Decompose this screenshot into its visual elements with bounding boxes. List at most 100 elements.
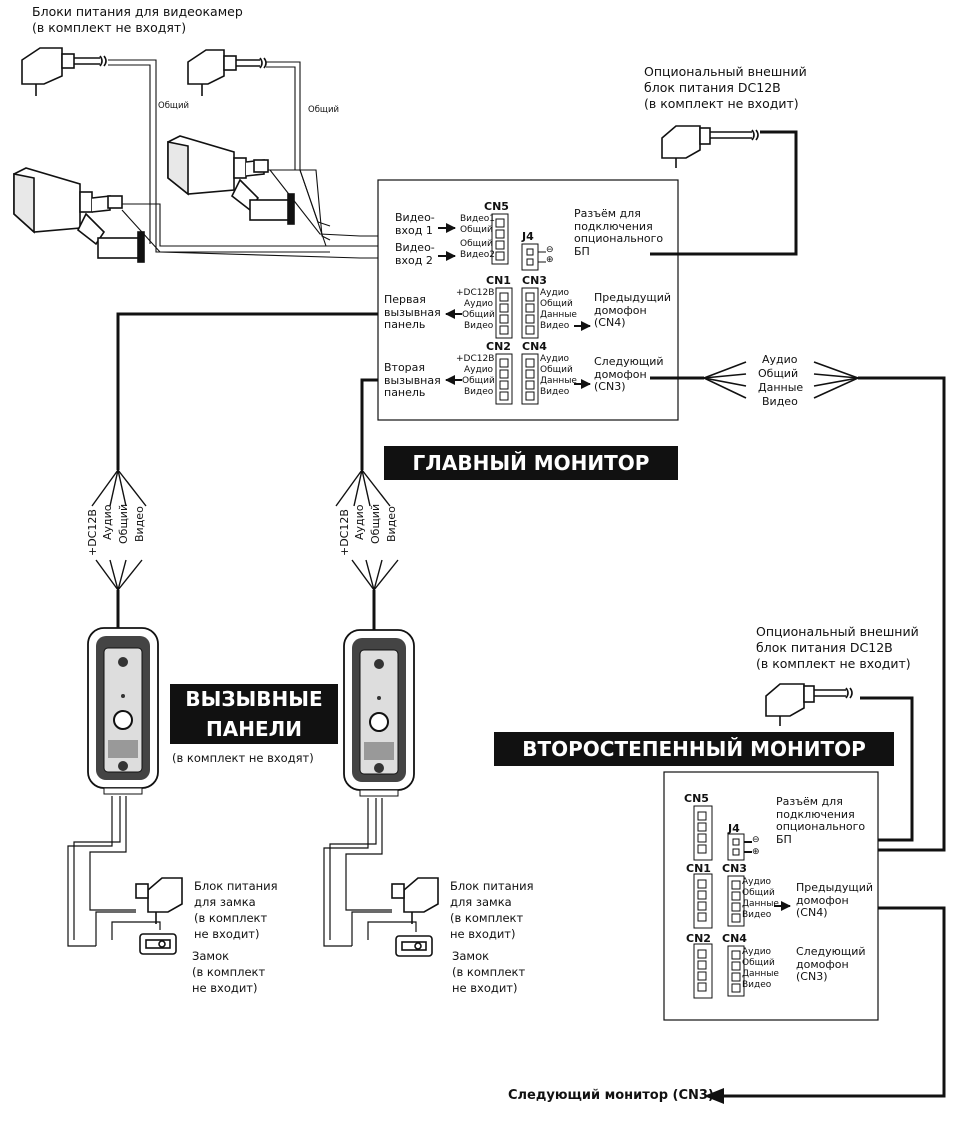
optional-power-plug-bottom bbox=[765, 683, 853, 726]
thick-cables bbox=[116, 130, 946, 1098]
sec-cn4-pin-4: Видео bbox=[742, 980, 772, 990]
main-cn3-pin-1: Аудио bbox=[540, 288, 570, 298]
main-cn5: CN5 bbox=[484, 200, 509, 213]
main-cn2: CN2 bbox=[486, 340, 511, 353]
sec-cn3-pin-3: Данные bbox=[742, 899, 779, 909]
main-connector-leads bbox=[538, 251, 546, 263]
camera-wire-common-1: Общий bbox=[158, 101, 189, 111]
panel-wire-fanout bbox=[91, 469, 399, 591]
main-cn1-pin-4: Видео bbox=[464, 321, 494, 331]
main-j4: J4 bbox=[522, 230, 534, 243]
main-cn1: CN1 bbox=[486, 274, 511, 287]
main-next-intercom: Следующий домофон (CN3) bbox=[594, 355, 664, 393]
main-cn3-pin-2: Общий bbox=[540, 299, 573, 309]
main-cn1-pin-2: Аудио bbox=[464, 299, 494, 309]
sec-cn4-pin-3: Данные bbox=[742, 969, 779, 979]
main-cn4-pin-3: Данные bbox=[540, 376, 577, 386]
secondary-monitor-banner: ВТОРОСТЕПЕННЫЙ МОНИТОР bbox=[494, 732, 894, 766]
main-cn5-pin-4: Видео2 bbox=[460, 250, 496, 260]
main-cn5-pin-3: Общий bbox=[460, 239, 493, 249]
main-cn4-pin-2: Общий bbox=[540, 365, 573, 375]
sec-cn3-pin-4: Видео bbox=[742, 910, 772, 920]
camera-power-title: Блоки питания для видеокамер bbox=[32, 4, 243, 19]
panel2-wire-common: Общий bbox=[369, 503, 382, 544]
camera-power-plug-1 bbox=[21, 47, 107, 96]
footer-next-monitor: Следующий монитор (CN3) bbox=[508, 1088, 714, 1103]
sec-prev-intercom: Предыдущий домофон (CN4) bbox=[796, 881, 874, 919]
sec-j4-minus: ⊖ bbox=[752, 835, 760, 845]
main-first-panel: Первая вызывная панель bbox=[384, 293, 441, 331]
sec-cn4-pin-1: Аудио bbox=[742, 947, 772, 957]
main-cn3-pin-3: Данные bbox=[540, 310, 577, 320]
bus-wire-audio: Аудио bbox=[762, 353, 798, 366]
footer-arrow bbox=[704, 1088, 724, 1104]
panel1-wire-power: +DC12В bbox=[86, 509, 99, 556]
lock-label-1: Замок (в комплект не входит) bbox=[192, 949, 266, 995]
lock-2 bbox=[395, 935, 433, 957]
call-panels-banner-2: ПАНЕЛИ bbox=[170, 714, 338, 744]
sec-j4-plus: ⊕ bbox=[752, 847, 760, 857]
main-cn3-pin-4: Видео bbox=[540, 321, 570, 331]
panel1-wire-video: Видео bbox=[133, 506, 146, 542]
panel2-wire-audio: Аудио bbox=[353, 504, 366, 540]
lock-power-label-2: Блок питания для замка (в комплект не вх… bbox=[450, 879, 534, 941]
sec-cn1: CN1 bbox=[686, 862, 711, 875]
main-j4-minus: ⊖ bbox=[546, 245, 554, 255]
lock-power-plug-1 bbox=[135, 877, 183, 924]
sec-cn3-pin-2: Общий bbox=[742, 888, 775, 898]
bus-wire-data: Данные bbox=[758, 381, 804, 394]
sec-cn2: CN2 bbox=[686, 932, 711, 945]
main-connectors bbox=[491, 213, 539, 405]
opt-power-bottom-line1: Опциональный внешний bbox=[756, 624, 919, 639]
sec-next-intercom: Следующий домофон (CN3) bbox=[796, 945, 866, 983]
sec-cn4: CN4 bbox=[722, 932, 747, 945]
main-cn4-pin-4: Видео bbox=[540, 387, 570, 397]
optional-power-plug-top bbox=[661, 125, 759, 168]
main-cn2-pin-1: +DC12В bbox=[456, 354, 495, 364]
sec-cn4-pin-2: Общий bbox=[742, 958, 775, 968]
sec-cn3: CN3 bbox=[722, 862, 747, 875]
main-cn2-pin-4: Видео bbox=[464, 387, 494, 397]
main-cn2-pin-3: Общий bbox=[462, 376, 495, 386]
lock-1 bbox=[139, 933, 177, 955]
lock-label-2: Замок (в комплект не входит) bbox=[452, 949, 526, 995]
camera-wire-common-2: Общий bbox=[308, 105, 339, 115]
lock-power-plug-2 bbox=[391, 877, 439, 924]
secondary-connectors bbox=[693, 805, 745, 999]
camera-power-subtitle: (в комплект не входят) bbox=[32, 20, 187, 35]
main-second-panel: Вторая вызывная панель bbox=[384, 361, 441, 399]
lock-power-label-1: Блок питания для замка (в комплект не вх… bbox=[194, 879, 278, 941]
panel2-wire-video: Видео bbox=[385, 506, 398, 542]
opt-power-bottom-line3: (в комплект не входит) bbox=[756, 656, 911, 671]
panel1-wire-audio: Аудио bbox=[101, 504, 114, 540]
panel2-wire-power: +DC12В bbox=[338, 509, 351, 556]
bus-wire-common: Общий bbox=[758, 367, 799, 380]
main-cn3: CN3 bbox=[522, 274, 547, 287]
main-arrows bbox=[438, 223, 591, 389]
camera-1 bbox=[13, 167, 145, 263]
call-panels-banner-1: ВЫЗЫВНЫЕ bbox=[170, 684, 338, 714]
bus-wire-video: Видео bbox=[762, 395, 798, 408]
opt-power-bottom-line2: блок питания DC12В bbox=[756, 640, 893, 655]
main-monitor-banner: ГЛАВНЫЙ МОНИТОР bbox=[384, 446, 678, 480]
main-cn1-pin-1: +DC12В bbox=[456, 288, 495, 298]
main-video-in-2: Видео- вход 2 bbox=[395, 241, 435, 267]
bus-fanout bbox=[703, 361, 859, 399]
opt-power-top-line2: блок питания DC12В bbox=[644, 80, 781, 95]
main-cn5-pin-2: Общий bbox=[460, 225, 493, 235]
main-power-connector: Разъём для подключения опционального БП bbox=[574, 207, 664, 258]
lock-wiring bbox=[67, 796, 417, 947]
sec-power-connector: Разъём для подключения опционального БП bbox=[776, 795, 866, 846]
call-panel-1 bbox=[87, 627, 159, 795]
main-cn4-pin-1: Аудио bbox=[540, 354, 570, 364]
main-cn2-pin-2: Аудио bbox=[464, 365, 494, 375]
main-cn4: CN4 bbox=[522, 340, 547, 353]
main-prev-intercom: Предыдущий домофон (CN4) bbox=[594, 291, 672, 329]
camera-video-wires bbox=[121, 169, 378, 259]
opt-power-top-line1: Опциональный внешний bbox=[644, 64, 807, 79]
main-cn1-pin-3: Общий bbox=[462, 310, 495, 320]
call-panel-2 bbox=[343, 629, 415, 797]
main-j4-plus: ⊕ bbox=[546, 255, 554, 265]
main-video-in-1: Видео- вход 1 bbox=[395, 211, 435, 237]
